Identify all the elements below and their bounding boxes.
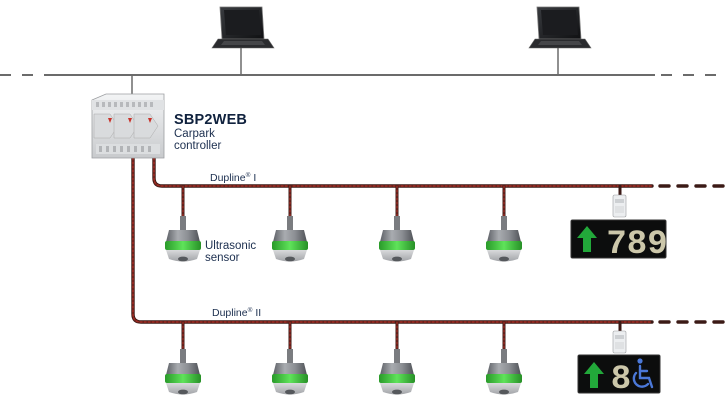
sensor-label-line2: sensor <box>205 252 240 264</box>
sensor-label-line1: Ultrasonic <box>205 240 257 252</box>
ultrasonic-sensor-icon <box>272 216 308 262</box>
arrow-up-icon <box>584 362 604 388</box>
ultrasonic-sensor-icon <box>165 349 201 395</box>
ultrasonic-sensor-icon <box>486 216 522 262</box>
controller-name: SBP2WEB <box>174 112 248 128</box>
ultrasonic-sensor-icon <box>272 349 308 395</box>
bus-1-suffix: I <box>250 172 257 184</box>
bus-1-name: Dupline <box>210 172 246 184</box>
bus-1-reg: ® <box>245 172 251 179</box>
ultrasonic-sensor-icon <box>379 349 415 395</box>
ultrasonic-sensor-icon <box>379 216 415 262</box>
ultrasonic-sensor-icon <box>486 349 522 395</box>
parking-display-1: 789 <box>570 219 668 264</box>
ultrasonic-sensor-icon <box>165 216 201 262</box>
controller-subtitle: Carpark controller <box>174 128 221 152</box>
dupline-module-icon <box>612 194 627 218</box>
bus-1-label: Dupline® I <box>210 172 256 184</box>
laptop-icon <box>211 6 275 49</box>
bus-2-name: Dupline <box>212 307 248 319</box>
wheelchair-icon <box>632 358 654 389</box>
display-2-digits: 8 <box>611 361 631 399</box>
dupline-module-icon <box>612 330 627 354</box>
parking-display-2: 8 <box>577 354 661 399</box>
bus-2-suffix: II <box>252 307 262 319</box>
arrow-up-icon <box>577 226 597 252</box>
bus-2-reg: ® <box>247 307 253 314</box>
dupline-cable <box>131 156 725 353</box>
controller-subtitle-line2: controller <box>174 140 222 152</box>
controller-subtitle-line1: Carpark <box>174 128 215 140</box>
network-line <box>0 48 725 94</box>
display-1-digits: 789 <box>606 226 667 264</box>
sensor-label: Ultrasonic sensor <box>205 240 256 264</box>
controller-icon <box>91 93 165 159</box>
bus-2-label: Dupline® II <box>212 307 261 319</box>
laptop-icon <box>528 6 592 49</box>
